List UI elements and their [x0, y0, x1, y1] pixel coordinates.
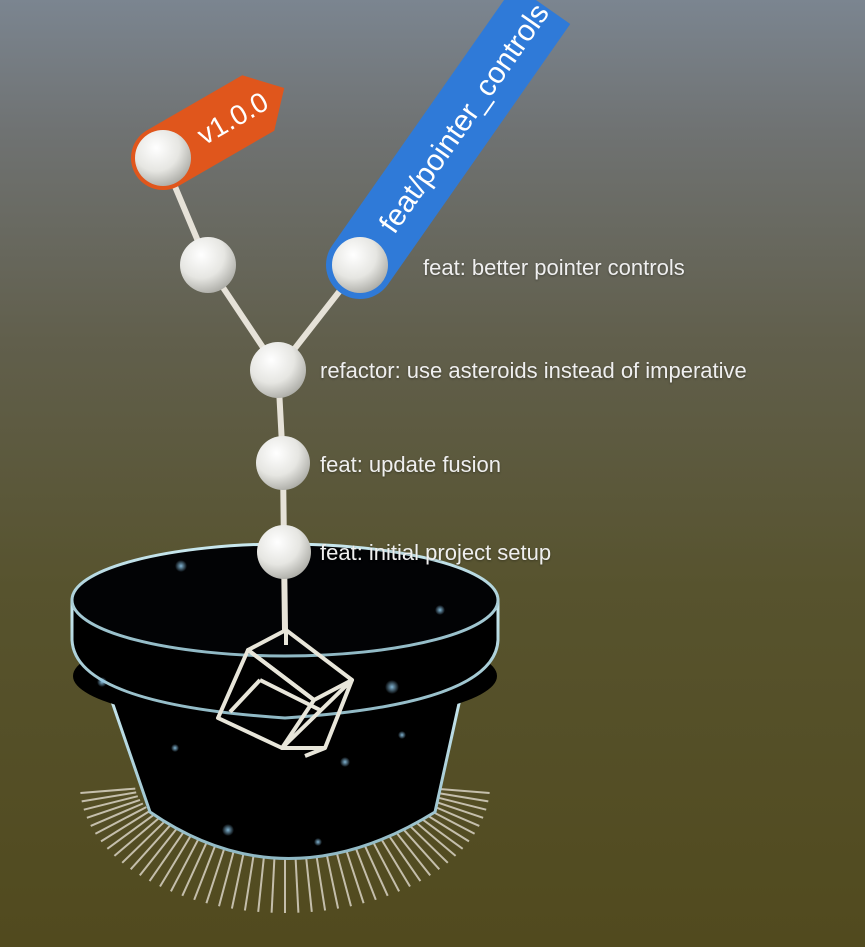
fringe-line: [81, 791, 137, 803]
fringe-line: [181, 834, 211, 897]
fringe-line: [429, 798, 484, 819]
fringe-line: [148, 828, 187, 882]
commit-node-fusion: [256, 436, 310, 490]
commit-node-main: [180, 237, 236, 293]
commit-message: refactor: use asteroids instead of imper…: [320, 358, 747, 383]
fringe-line: [83, 795, 139, 811]
commit-nodes: [135, 130, 388, 579]
fringe-line: [159, 830, 195, 888]
fringe-line: [113, 816, 161, 857]
fringe-line: [434, 787, 490, 794]
fringe-line: [431, 795, 487, 811]
commit-message: feat: better pointer controls: [423, 255, 685, 280]
branch-label: feat/pointer_controls: [373, 0, 556, 239]
fringe-line: [390, 825, 431, 877]
fringe-line: [100, 809, 151, 843]
fringe-line: [433, 791, 489, 803]
fringe-line: [193, 836, 220, 901]
commit-node-tag: [135, 130, 191, 186]
commit-node-initial: [257, 525, 311, 579]
commit-message: feat: initial project setup: [320, 540, 552, 565]
root-wireframe-cube: [216, 628, 354, 758]
fringe-line: [403, 819, 449, 864]
fringe-line: [129, 822, 173, 870]
commit-message: feat: update fusion: [320, 452, 502, 477]
fringe-line: [90, 802, 144, 827]
fringe-line: [106, 813, 156, 850]
branch-shape: [326, 0, 571, 299]
fringe-line: [139, 825, 180, 877]
fringe-line: [121, 819, 167, 864]
commit-node-branch: [332, 237, 388, 293]
fringe-line: [86, 798, 141, 819]
pot-fringe: [80, 787, 490, 913]
pot-sparkles: [97, 560, 445, 846]
commit-node-merge: [250, 342, 306, 398]
fringe-line: [94, 806, 147, 835]
fringe-line: [80, 787, 136, 794]
fringe-line: [170, 832, 203, 892]
pot-body: [105, 688, 464, 860]
fringe-line: [397, 822, 441, 870]
